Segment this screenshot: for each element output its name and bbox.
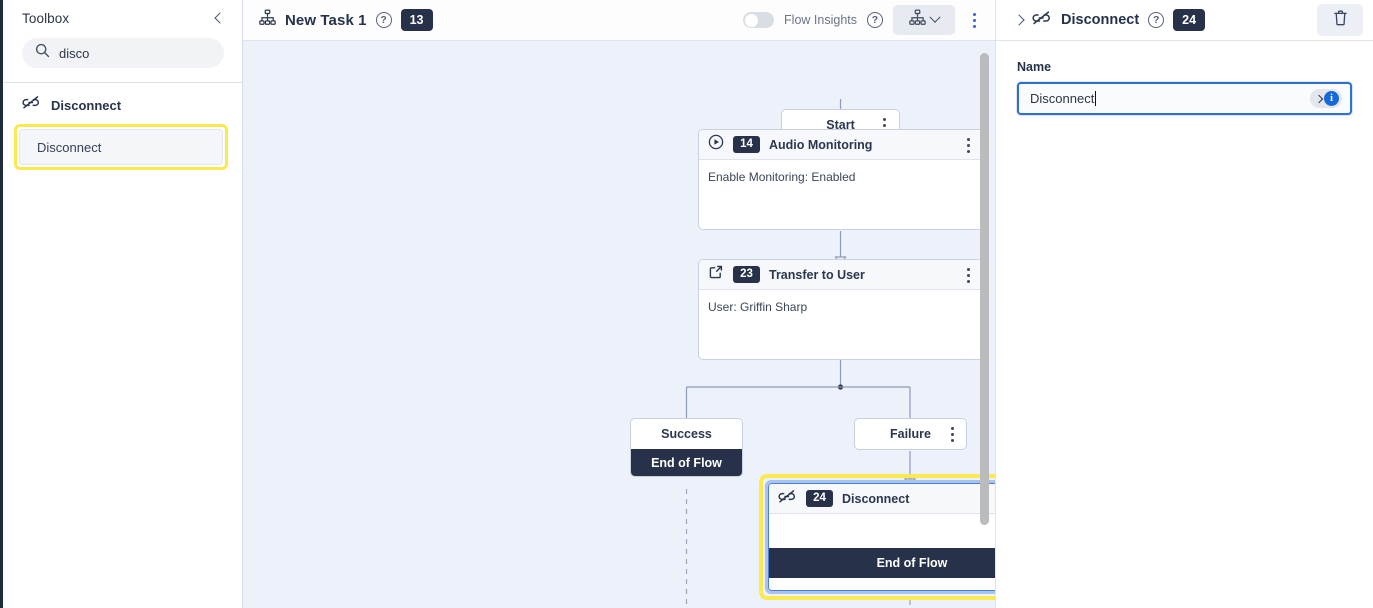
branch-success[interactable]: Success End of Flow <box>630 418 743 477</box>
flow-insights-label: Flow Insights <box>784 13 857 27</box>
task-count-badge: 13 <box>400 8 433 32</box>
node-menu-icon[interactable] <box>959 134 977 156</box>
delete-node-button[interactable] <box>1317 4 1363 36</box>
node-title: Transfer to User <box>769 267 865 282</box>
collapse-toolbox-button[interactable] <box>208 8 228 28</box>
toolbox-search-wrap <box>0 36 242 82</box>
toggle-knob <box>744 13 758 27</box>
canvas-vertical-scrollbar[interactable] <box>980 53 989 525</box>
play-circle-icon <box>708 134 724 155</box>
toolbox-item-label: Disconnect <box>37 139 102 155</box>
expand-panel-icon[interactable] <box>1013 14 1025 26</box>
text-caret <box>1095 91 1097 106</box>
search-box[interactable] <box>22 38 235 68</box>
toolbox-item-disconnect[interactable]: Disconnect <box>19 129 223 165</box>
branch-label: Success <box>661 427 712 441</box>
disconnect-icon <box>1032 10 1052 31</box>
node-body: Enable Monitoring: Enabled <box>708 170 856 184</box>
name-input[interactable]: Disconnect i <box>1017 82 1352 115</box>
toolbox-panel: Toolbox <box>0 0 243 608</box>
toolbox-group-title: Disconnect <box>51 97 122 113</box>
end-of-flow-label: End of Flow <box>631 449 742 476</box>
toolbar-left-group: New Task 1 ? 13 <box>259 8 433 32</box>
branch-menu-icon[interactable] <box>943 423 961 445</box>
external-link-icon <box>708 264 724 285</box>
view-mode-button[interactable] <box>893 5 955 35</box>
branch-failure[interactable]: Failure <box>854 418 967 450</box>
flow-canvas[interactable]: Start 14 Audio Monitoring Enable Monitor… <box>243 41 995 608</box>
node-body <box>769 514 995 548</box>
branch-label: Failure <box>855 419 966 449</box>
properties-panel: Disconnect ? 24 Name Disconnect i <box>995 0 1373 608</box>
disconnect-icon <box>22 95 41 115</box>
node-header: 24 Disconnect <box>769 484 995 514</box>
toolbox-item-highlight: Disconnect <box>14 124 228 170</box>
node-transfer-to-user[interactable]: 23 Transfer to User User: Griffin Sharp <box>698 259 983 360</box>
flow-editor: New Task 1 ? 13 Flow Insights ? <box>243 0 995 608</box>
selected-node-focus-ring <box>765 480 995 594</box>
name-field-adornment[interactable]: i <box>1310 89 1342 108</box>
toolbox-title: Toolbox <box>22 10 70 26</box>
sitemap-icon <box>909 9 926 31</box>
properties-panel-title: Disconnect <box>1061 12 1140 28</box>
flow-insights-toggle[interactable] <box>743 12 775 28</box>
node-header: 23 Transfer to User <box>699 260 982 290</box>
sitemap-icon <box>259 9 276 31</box>
node-title: Audio Monitoring <box>769 137 873 152</box>
chevron-left-icon <box>213 12 226 24</box>
end-of-flow-label: End of Flow <box>769 548 995 578</box>
help-icon[interactable]: ? <box>1148 12 1165 28</box>
editor-toolbar: New Task 1 ? 13 Flow Insights ? <box>243 0 995 41</box>
node-disconnect[interactable]: 24 Disconnect End of Flow <box>768 483 995 591</box>
node-number: 24 <box>806 489 833 508</box>
disconnect-icon <box>778 489 797 509</box>
toolbar-right-group: Flow Insights ? <box>743 5 983 35</box>
name-input-value: Disconnect <box>1030 91 1095 106</box>
node-audio-monitoring[interactable]: 14 Audio Monitoring Enable Monitoring: E… <box>698 129 983 230</box>
node-start-label: Start <box>826 117 855 132</box>
help-icon[interactable]: ? <box>375 12 392 28</box>
name-field-label: Name <box>1017 60 1052 74</box>
toolbox-group-disconnect: Disconnect Disconnect <box>0 83 242 170</box>
node-title: Disconnect <box>842 491 910 506</box>
node-body: User: Griffin Sharp <box>708 300 808 314</box>
selected-node-highlight: 24 Disconnect End of Flow <box>759 474 995 600</box>
chevron-down-icon <box>929 11 941 23</box>
search-icon <box>35 43 50 63</box>
node-number: 23 <box>733 265 760 284</box>
info-icon[interactable]: i <box>1324 91 1339 106</box>
properties-panel-header: Disconnect ? 24 <box>996 0 1373 41</box>
page-title: New Task 1 <box>285 11 367 29</box>
toolbox-divider <box>0 82 242 83</box>
flow-insights-help-icon[interactable]: ? <box>867 12 883 28</box>
trash-icon <box>1332 9 1349 32</box>
toolbox-header: Toolbox <box>0 0 242 36</box>
search-input[interactable] <box>59 45 235 61</box>
properties-panel-body: Name Disconnect i <box>996 41 1373 115</box>
overflow-menu-icon[interactable] <box>965 9 983 31</box>
toolbox-group-header: Disconnect <box>14 95 228 115</box>
node-header: 14 Audio Monitoring <box>699 130 982 160</box>
node-menu-icon[interactable] <box>959 264 977 286</box>
node-number: 14 <box>733 135 760 154</box>
chevron-right-icon[interactable] <box>1314 94 1324 103</box>
node-id-badge: 24 <box>1173 8 1206 32</box>
